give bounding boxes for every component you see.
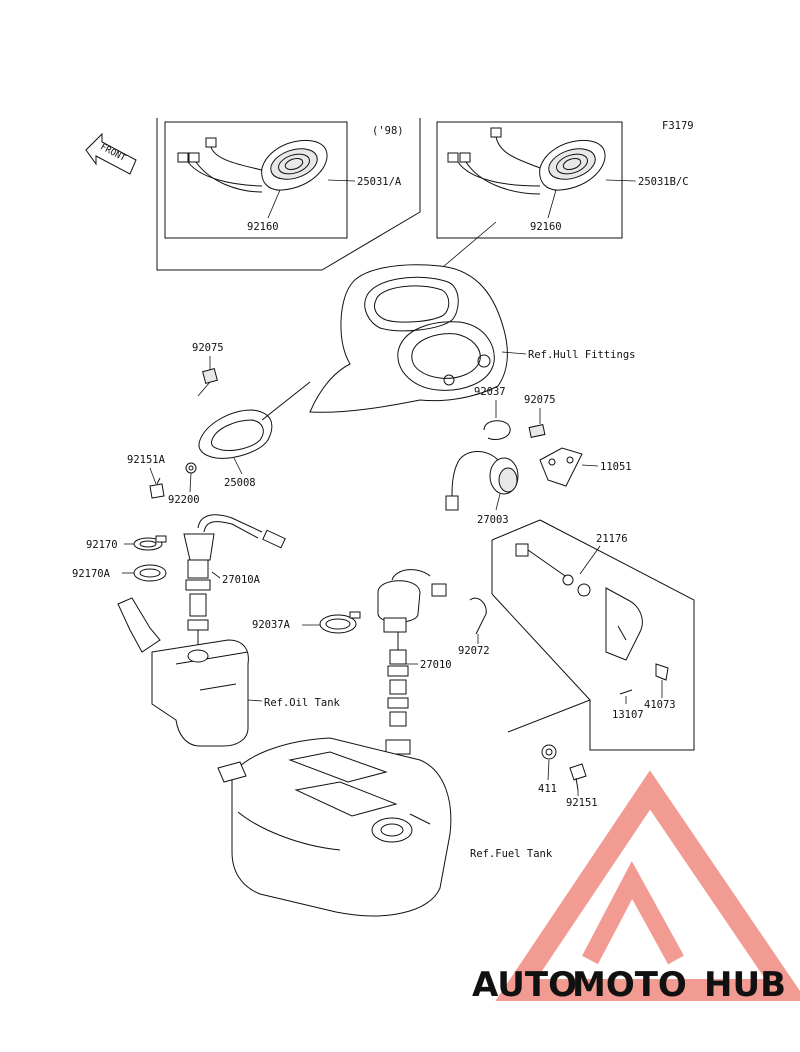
watermark-auto: AUTO bbox=[472, 965, 577, 1005]
label-92037: 92037 bbox=[474, 386, 506, 398]
label-92200: 92200 bbox=[168, 494, 200, 506]
label-21176: 21176 bbox=[596, 533, 628, 545]
label-92170a: 92170A bbox=[72, 568, 111, 580]
oil-tank: Ref.Oil Tank bbox=[117, 597, 341, 747]
harness-25008: 92075 25008 92151A 92200 bbox=[127, 342, 311, 506]
washer-and-bolt: 411 92151 bbox=[538, 744, 598, 809]
label-411: 411 bbox=[538, 783, 557, 795]
label-27010: 27010 bbox=[420, 659, 452, 671]
gauge-box-right: 25031B/C 92160 bbox=[403, 121, 689, 301]
automotohub-watermark: AUTO MOTO HUB bbox=[472, 770, 800, 1005]
label-92075-mid: 92075 bbox=[524, 394, 556, 406]
ref-oil-tank: Ref.Oil Tank bbox=[264, 697, 341, 709]
sensor-parts: 92037 92075 11051 bbox=[474, 386, 632, 487]
label-11051: 11051 bbox=[600, 461, 632, 473]
watermark-moto: MOTO bbox=[572, 965, 687, 1005]
label-92160-left: 92160 bbox=[247, 221, 279, 233]
label-41073: 41073 bbox=[644, 699, 676, 711]
label-92072: 92072 bbox=[458, 645, 490, 657]
label-27010a: 27010A bbox=[222, 574, 261, 586]
label-13107: 13107 bbox=[612, 709, 644, 721]
fuel-tank: Ref.Fuel Tank bbox=[217, 737, 553, 917]
figure-code: F3179 bbox=[662, 120, 694, 132]
fuel-pickup-27010: 92037A 27010 92072 bbox=[252, 569, 490, 790]
watermark-hub: HUB bbox=[704, 965, 786, 1005]
year-note: ('98) bbox=[372, 125, 404, 137]
label-92151: 92151 bbox=[566, 797, 598, 809]
hull-dashboard: Ref.Hull Fittings bbox=[309, 264, 635, 413]
ref-fuel-tank: Ref.Fuel Tank bbox=[470, 848, 553, 860]
triangle-logo-icon bbox=[495, 770, 800, 1001]
bracket-box-21176: 21176 41073 13107 bbox=[491, 519, 695, 751]
label-25031bc: 25031B/C bbox=[638, 176, 689, 188]
label-92170: 92170 bbox=[86, 539, 118, 551]
label-27003: 27003 bbox=[477, 514, 509, 526]
oil-pickup-27010a: 92170 92170A 27010A bbox=[72, 514, 286, 650]
label-92037a: 92037A bbox=[252, 619, 291, 631]
gauge-box-left: ('98) 25031/A 92160 bbox=[156, 118, 421, 271]
front-arrow-icon: FRONT bbox=[85, 132, 137, 175]
label-25031a: 25031/A bbox=[357, 176, 402, 188]
label-92160-right: 92160 bbox=[530, 221, 562, 233]
label-92075-top: 92075 bbox=[192, 342, 224, 354]
ref-hull-fittings: Ref.Hull Fittings bbox=[528, 349, 635, 361]
label-92151a: 92151A bbox=[127, 454, 166, 466]
sensor-27003: 27003 bbox=[445, 451, 519, 526]
label-25008: 25008 bbox=[224, 477, 256, 489]
